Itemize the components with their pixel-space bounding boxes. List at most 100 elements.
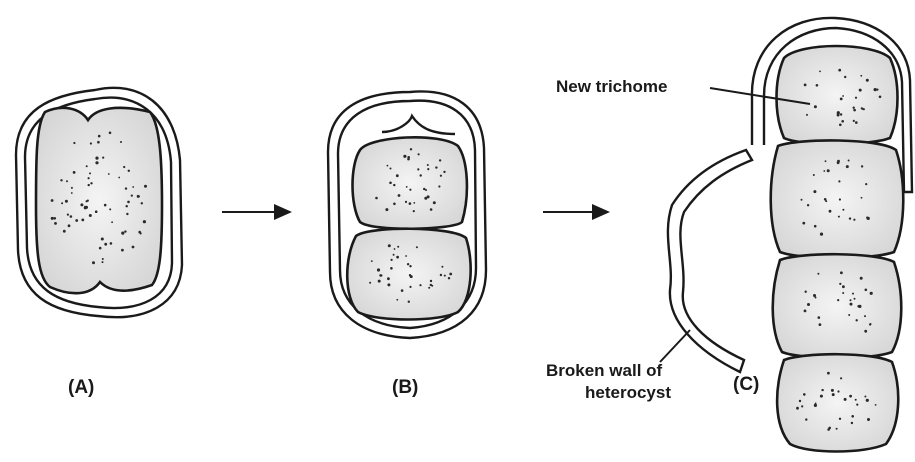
granule-dot <box>855 121 858 124</box>
granule-dot <box>844 76 846 78</box>
panel-c-wall-cap-inner <box>752 96 764 145</box>
granule-dot <box>861 197 863 199</box>
granule-dot <box>378 280 381 283</box>
granule-dot <box>63 230 66 233</box>
granule-dot <box>409 286 411 288</box>
panel-b-lower-cell <box>347 229 470 320</box>
granule-dot <box>86 200 88 202</box>
granule-dot <box>73 142 75 144</box>
broken-wall-leader <box>660 330 690 362</box>
granule-dot <box>874 88 877 91</box>
granule-dot <box>856 404 858 406</box>
granule-dot <box>80 203 83 206</box>
granule-dot <box>806 114 808 116</box>
granule-dot <box>866 399 869 402</box>
panel-c-label: (C) <box>733 374 759 395</box>
granule-dot <box>803 393 806 396</box>
granule-dot <box>804 84 807 87</box>
granule-dot <box>440 274 442 276</box>
granule-dot <box>124 230 126 232</box>
panel-a-label: (A) <box>68 377 94 398</box>
granule-dot <box>851 422 853 424</box>
granule-dot <box>389 182 392 185</box>
granule-dot <box>839 418 841 420</box>
granule-dot <box>53 217 56 220</box>
granule-dot <box>439 159 441 161</box>
granule-dot <box>419 284 421 286</box>
granule-dot <box>95 161 98 164</box>
granule-dot <box>853 219 855 221</box>
granule-dot <box>858 305 861 308</box>
granule-dot <box>89 214 92 217</box>
granule-dot <box>375 197 378 200</box>
granule-dot <box>108 173 110 175</box>
granule-dot <box>838 180 840 182</box>
granule-dot <box>90 182 92 184</box>
granule-dot <box>814 225 817 228</box>
granule-dot <box>827 372 830 375</box>
granule-dot <box>438 185 440 187</box>
granule-dot <box>88 177 90 179</box>
granule-dot <box>828 427 831 430</box>
granule-dot <box>424 197 427 200</box>
granule-dot <box>131 195 133 197</box>
granule-dot <box>71 187 73 189</box>
granule-dot <box>409 265 411 267</box>
granule-dot <box>814 404 817 407</box>
granule-dot <box>815 297 817 299</box>
granule-dot <box>75 219 78 222</box>
granule-dot <box>814 105 817 108</box>
granule-dot <box>815 403 817 405</box>
granule-dot <box>818 316 821 319</box>
granule-dot <box>867 217 870 220</box>
granule-dot <box>840 377 842 379</box>
granule-dot <box>397 246 399 248</box>
granule-dot <box>73 171 76 174</box>
granule-dot <box>121 232 124 235</box>
granule-dot <box>85 206 88 209</box>
granule-dot <box>813 174 815 176</box>
granule-dot <box>403 155 406 158</box>
granule-dot <box>92 261 95 264</box>
granule-dot <box>856 319 858 321</box>
granule-dot <box>796 407 799 410</box>
granule-dot <box>128 170 130 172</box>
granule-dot <box>126 205 128 207</box>
panel-b-label: (B) <box>392 377 418 398</box>
granule-dot <box>68 224 71 227</box>
granule-dot <box>861 165 863 167</box>
granule-dot <box>67 214 69 216</box>
granule-dot <box>101 238 104 241</box>
granule-dot <box>109 208 111 210</box>
granule-dot <box>413 210 415 212</box>
panel-b-pore <box>382 116 455 134</box>
granule-dot <box>860 75 862 77</box>
granule-dot <box>862 108 864 110</box>
granule-dot <box>387 277 390 280</box>
granule-dot <box>799 400 801 402</box>
granule-dot <box>70 215 73 218</box>
granule-dot <box>141 202 143 204</box>
granule-dot <box>99 247 102 250</box>
granule-dot <box>879 96 882 99</box>
granule-dot <box>855 399 857 401</box>
granule-dot <box>842 209 844 211</box>
granule-dot <box>405 255 407 257</box>
granule-dot <box>840 98 843 101</box>
granule-dot <box>388 244 391 247</box>
granule-dot <box>449 273 452 276</box>
granule-dot <box>876 89 878 91</box>
granule-dot <box>816 84 819 87</box>
granule-dot <box>853 109 856 112</box>
granule-dot <box>869 323 871 325</box>
granule-dot <box>390 267 393 270</box>
granule-dot <box>127 201 130 204</box>
granule-dot <box>379 274 382 277</box>
granule-dot <box>102 258 104 260</box>
granule-dot <box>829 210 832 213</box>
granule-dot <box>144 185 147 188</box>
granule-dot <box>413 202 415 204</box>
granule-dot <box>406 186 408 188</box>
granule-dot <box>850 299 852 301</box>
granule-dot <box>110 242 113 245</box>
